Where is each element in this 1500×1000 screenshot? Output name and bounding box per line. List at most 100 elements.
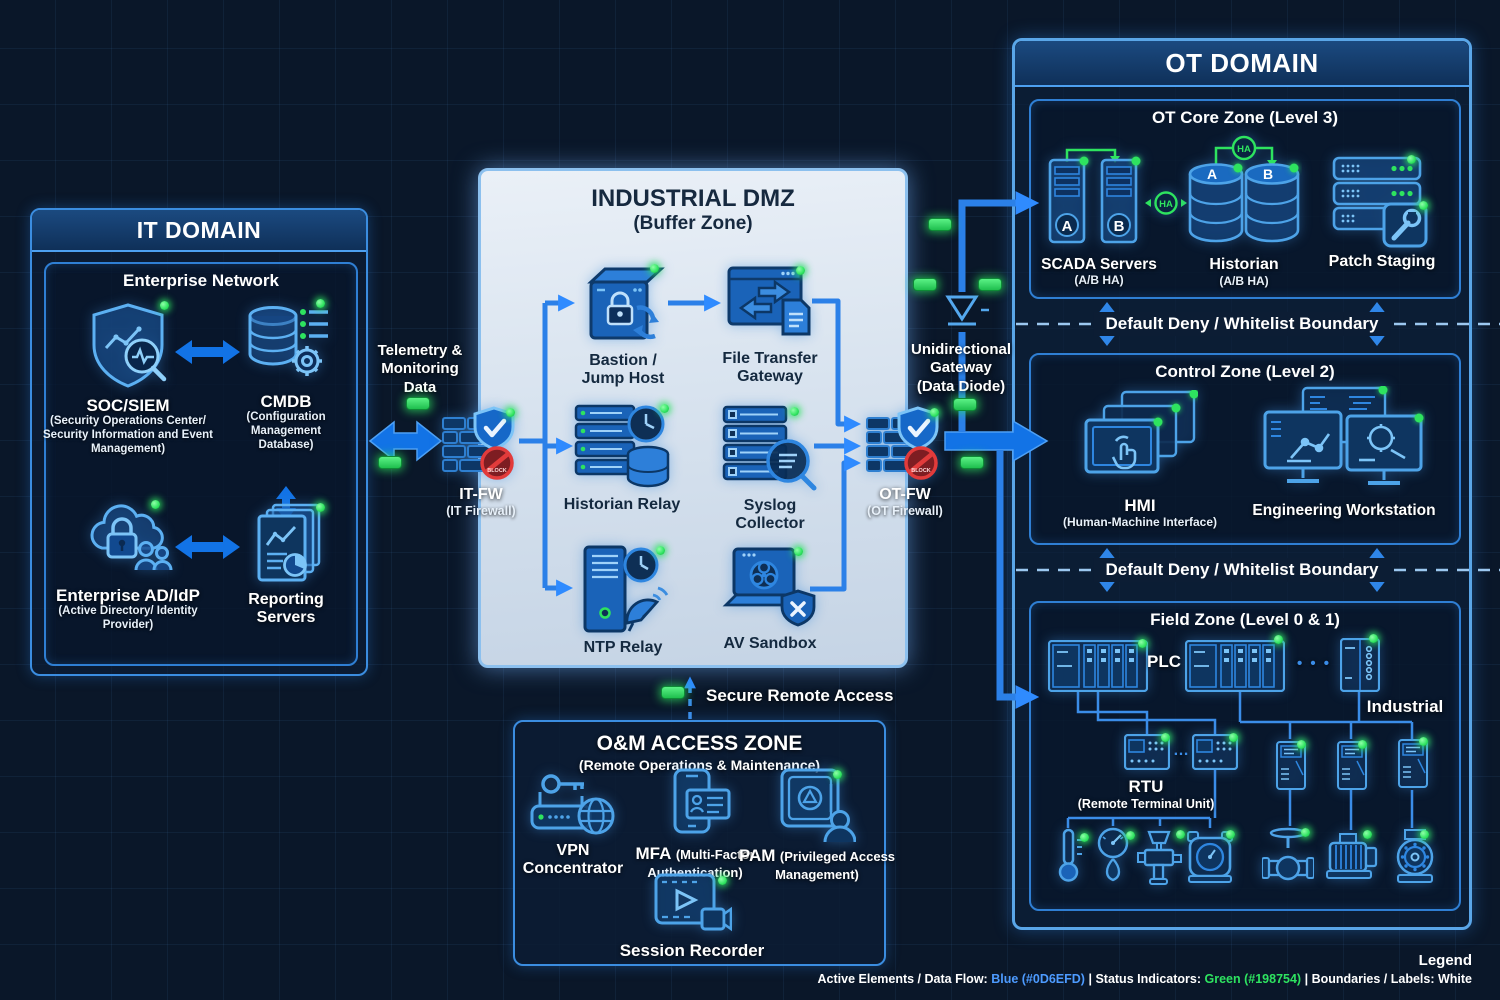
itfw-label: IT-FW (459, 486, 503, 503)
node-rotary-pump[interactable] (1389, 828, 1441, 884)
enterprise-network-title: Enterprise Network (123, 271, 279, 290)
rtu-panel-icon (1192, 734, 1238, 770)
dmz-subtitle: (Buffer Zone) (633, 213, 753, 234)
status-indicator (796, 266, 805, 275)
node-soc-siem[interactable]: SOC/SIEM (Security Operations Center/ Se… (35, 300, 221, 456)
soc-label: SOC/SIEM (86, 396, 170, 415)
cloud-lock-users-icon (90, 504, 173, 571)
legend-sep: | (1088, 972, 1092, 986)
node-cmdb[interactable]: CMDB (Configuration Management Database) (211, 298, 361, 452)
data-diode-icon (945, 295, 989, 326)
node-ntp-relay[interactable]: NTP Relay (562, 543, 684, 657)
node-flow-transmitter[interactable] (1137, 828, 1183, 886)
om-zone-box: O&M ACCESS ZONE (Remote Operations & Mai… (513, 720, 886, 966)
node-drive-1[interactable] (1276, 741, 1306, 790)
status-indicator (1419, 737, 1428, 746)
engineering-workstation-icon (1263, 386, 1424, 485)
node-thermometer[interactable] (1051, 828, 1085, 882)
status-indicator (660, 404, 669, 413)
node-enterprise-ad[interactable]: Enterprise AD/IdP (Active Directory/ Ide… (40, 496, 216, 633)
node-ot-firewall[interactable]: BLOCK OT-FW (OT Firewall) (865, 406, 945, 519)
status-indicator (833, 770, 842, 779)
node-plc-rack-2[interactable] (1185, 640, 1285, 692)
flow-indicator (978, 278, 1002, 291)
ha-badge: HA (1143, 190, 1189, 216)
globe-icon (577, 797, 615, 835)
node-session-recorder[interactable]: Session Recorder (606, 873, 778, 960)
legend: Legend Active Elements / Data Flow: Blue… (818, 952, 1472, 986)
om-zone-subtitle: (Remote Operations & Maintenance) (578, 757, 821, 773)
bastion-label: Bastion / Jump Host (581, 352, 665, 387)
industrial-label: Industrial (1366, 697, 1444, 716)
node-ot-historian[interactable]: HA A B Historian (1178, 134, 1310, 288)
flow-indicator (960, 456, 984, 469)
status-indicator (1363, 830, 1372, 839)
node-historian-relay[interactable]: Historian Relay (537, 402, 707, 514)
scada-label: SCADA Servers (1041, 256, 1157, 273)
legend-sep: | (1304, 972, 1309, 986)
reporting-label: Reporting Servers (248, 591, 324, 626)
node-rtu-1[interactable] (1124, 734, 1170, 770)
node-drive-2[interactable] (1337, 741, 1367, 790)
scada-ha-servers-icon: A B (1048, 148, 1141, 244)
node-rtu-2[interactable] (1192, 734, 1238, 770)
pressure-gauge-icon (1097, 827, 1129, 882)
camera-icon (700, 907, 726, 931)
node-pam[interactable]: PAM (Privileged Access Management) (733, 768, 901, 884)
laptop-biohazard-shield-icon (722, 547, 816, 627)
node-av-sandbox[interactable]: AV Sandbox (704, 545, 836, 653)
node-engineering-workstation[interactable]: Engineering Workstation (1244, 386, 1444, 519)
flow-indicator (406, 397, 430, 410)
node-syslog-collector[interactable]: Syslog Collector (714, 405, 826, 533)
status-indicator (1226, 830, 1235, 839)
rtu-ellipsis: … (1173, 742, 1189, 759)
status-indicator (151, 500, 160, 509)
session-recorder-icon (654, 873, 732, 932)
node-drive-3[interactable] (1398, 739, 1428, 788)
node-plc-rack-1[interactable] (1048, 640, 1148, 692)
field-zone-title: Field Zone (Level 0 & 1) (1150, 610, 1340, 629)
svg-text:A: A (1062, 218, 1073, 235)
gear-icon (292, 346, 322, 376)
rtu-label: RTU (Remote Terminal Unit) (1077, 777, 1215, 811)
node-bastion[interactable]: Bastion / Jump Host (562, 260, 684, 388)
node-vpn-concentrator[interactable]: VPN Concentrator (507, 772, 639, 878)
node-patch-staging[interactable]: Patch Staging (1312, 152, 1452, 271)
node-hmi[interactable]: HMI (Human-Machine Interface) (1045, 390, 1235, 529)
plc-ellipsis: • • • (1296, 655, 1332, 672)
node-valve[interactable] (1262, 826, 1314, 886)
cmdb-sublabel: (Configuration Management Database) (246, 411, 326, 451)
node-plc-small[interactable] (1340, 638, 1380, 692)
flow-indicator (378, 456, 402, 469)
itfw-sublabel: (IT Firewall) (446, 503, 516, 518)
node-pressure-gauge[interactable] (1093, 826, 1133, 884)
ews-label: Engineering Workstation (1252, 502, 1436, 519)
pam-label: PAM (Privileged Access Management) (738, 846, 896, 882)
server-tower-b: B (1100, 156, 1141, 244)
flow-indicator (913, 278, 937, 291)
status-indicator (1419, 201, 1428, 210)
hmi-screens-icon (1084, 390, 1198, 474)
scada-sublabel: (A/B HA) (1074, 273, 1124, 288)
flow-indicator (928, 218, 952, 231)
legend-title: Legend (1418, 952, 1472, 969)
control-valve-icon (1137, 830, 1182, 885)
status-indicator (1138, 639, 1147, 648)
bastion-cube-lock-icon (587, 267, 665, 340)
status-indicator (1229, 733, 1238, 742)
control-zone-title: Control Zone (Level 2) (1155, 362, 1335, 381)
legend-status-label: Status Indicators: (1095, 972, 1202, 986)
svg-text:HA: HA (1237, 144, 1251, 155)
node-it-firewall[interactable]: BLOCK IT-FW (IT Firewall) (441, 406, 521, 519)
node-scada-servers[interactable]: A B SCADA Servers (A/B HA) (1024, 144, 1174, 288)
node-mfa[interactable]: MFA (Multi-Factor Authentication) (619, 768, 771, 882)
status-indicator (718, 876, 727, 885)
node-pump-gauge[interactable] (1185, 828, 1235, 884)
node-reporting-servers[interactable]: Reporting Servers (226, 501, 346, 627)
ot-domain-title: OT DOMAIN (1165, 47, 1319, 78)
block-badge-icon: BLOCK (904, 446, 938, 480)
node-motor[interactable] (1324, 832, 1380, 884)
node-file-transfer-gateway[interactable]: File Transfer Gateway (708, 262, 832, 386)
dmz-title: INDUSTRIAL DMZ (591, 185, 795, 212)
